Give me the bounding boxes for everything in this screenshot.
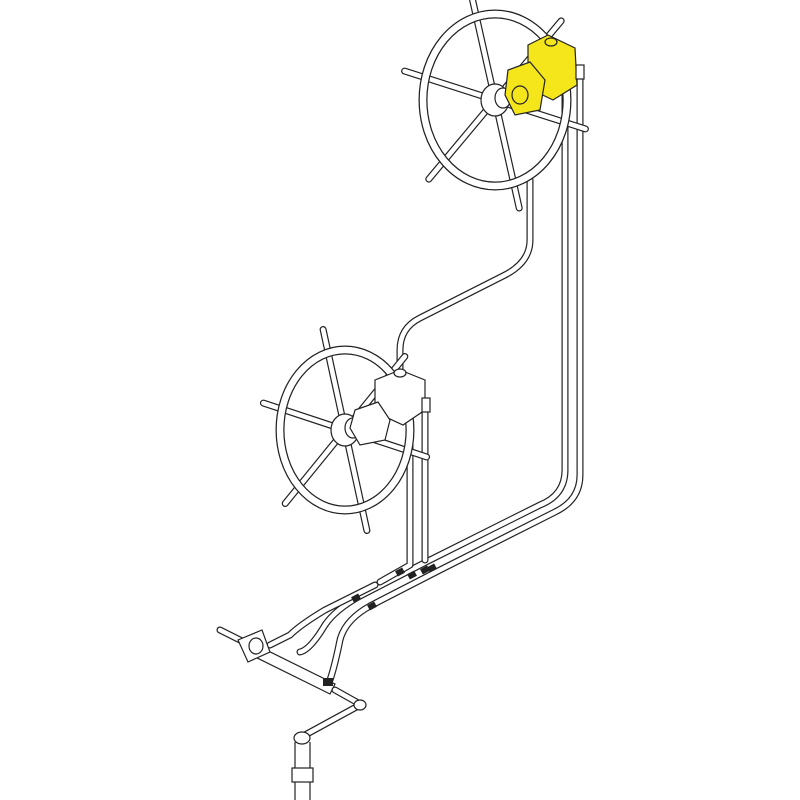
line-main-1-fill: [297, 67, 568, 655]
wheel-spoke-fill: [492, 97, 522, 211]
line-lower-helm-1: [376, 416, 414, 586]
steering-cylinder: [216, 626, 364, 708]
line-fitting: [427, 563, 437, 573]
lower-steering-wheel: [259, 326, 431, 534]
wheel-spoke-fill: [282, 427, 348, 506]
line-fitting: [367, 601, 377, 611]
wheel-spoke-fill: [426, 97, 498, 182]
pump-fitting: [421, 397, 431, 413]
line-fitting: [351, 593, 361, 603]
wheel-spoke: [401, 67, 499, 104]
tiller-arm: [301, 701, 364, 739]
line-upper-to-lower-helm-fill: [397, 177, 533, 381]
cylinder-port: [323, 678, 333, 686]
wheel-rim-fill: [419, 10, 571, 190]
line-cylinder-fill: [267, 582, 378, 648]
tiller-assembly: [291, 699, 367, 800]
tiller-arm-fill: [302, 702, 363, 738]
tiller-hub: [293, 731, 311, 745]
pump-fill-cap: [544, 37, 558, 47]
line-upper-to-lower-helm-outline: [396, 176, 534, 382]
line-upper-to-lower-helm: [396, 176, 534, 382]
wheel-spoke-fill: [402, 68, 498, 103]
line-main-1: [296, 66, 569, 656]
wheel-spoke: [425, 96, 499, 183]
wheel-spoke: [319, 326, 349, 434]
lower-helm-pump: [349, 368, 431, 446]
wheel-spoke-fill: [320, 327, 348, 433]
components: [216, 34, 585, 800]
wheel-spoke: [491, 96, 523, 212]
wheel-spoke-fill: [470, 0, 498, 103]
hydraulic-lines: [266, 66, 584, 684]
wheel-spoke: [281, 426, 349, 507]
line-main-2: [326, 76, 584, 684]
pump-shaft: [511, 85, 529, 105]
upper-steering-wheel: [401, 0, 589, 212]
line-lower-helm-1-fill: [377, 417, 413, 585]
wheel-spoke: [341, 426, 371, 534]
line-cylinder: [266, 581, 379, 649]
wheel-rim-fill: [276, 346, 414, 514]
pump-fitting: [575, 64, 585, 80]
pump-fill-cap: [393, 368, 407, 378]
pump-flange: [349, 401, 391, 446]
cylinder-pivot: [248, 637, 264, 655]
tiller-pin: [353, 699, 367, 711]
wheel-spoke-fill: [342, 427, 370, 533]
wheel-rim: [275, 345, 415, 515]
wheel-rim: [418, 9, 572, 191]
rudder-post-collar: [291, 767, 314, 783]
line-fitting: [395, 567, 405, 577]
line-fitting: [407, 570, 417, 580]
wheel-spoke: [469, 0, 499, 104]
upper-helm-pump: [504, 34, 585, 116]
line-main-2-fill: [327, 77, 583, 683]
